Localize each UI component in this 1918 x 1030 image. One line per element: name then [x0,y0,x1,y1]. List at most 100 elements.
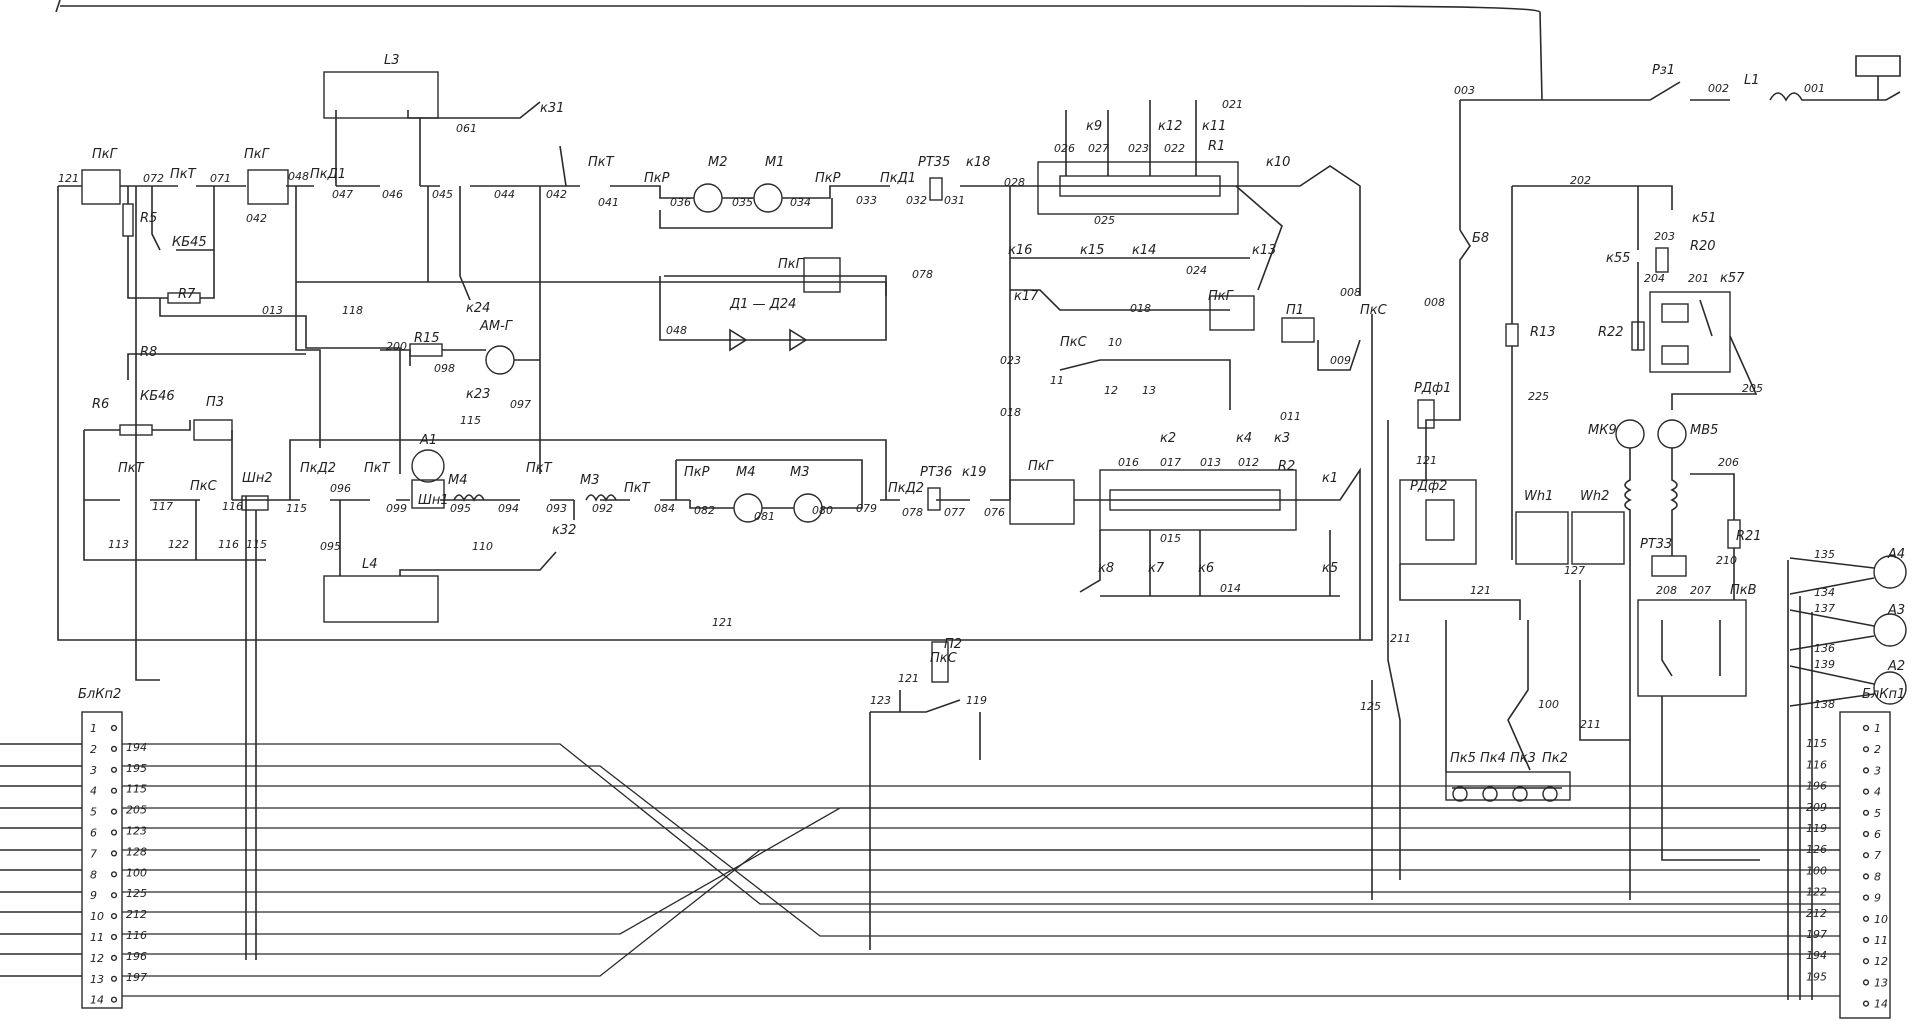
wire-label-w008: 008 [1340,286,1361,299]
wire-label-w001: 001 [1804,82,1825,95]
wire-label-w008b: 008 [1424,296,1445,309]
component-label-b8: Б8 [1472,231,1489,246]
component-label-pkr3: ПкР [684,465,710,480]
component-label-a2: А2 [1887,659,1905,674]
blkp2-pin-dot-1 [110,724,118,732]
wire-label-w200: 200 [386,340,407,353]
wire-label-w036: 036 [670,196,691,209]
component-label-l4: L4 [362,557,378,572]
component-label-pkt5: ПкТ [526,461,553,476]
component-label-sh2: Шн2 [242,471,273,486]
component-label-pkt6: ПкТ [624,481,651,496]
component-label-k19: к19 [962,465,986,480]
component-label-k10: к10 [1266,155,1290,170]
blkp2-pin-13: 13 [90,973,104,986]
wire-label-w121: 121 [58,172,79,185]
blkp1-wire-2: 115 [1806,737,1827,750]
wire-label-w078b: 078 [902,506,923,519]
wire-label-w206: 206 [1718,456,1739,469]
wire-label-w119: 119 [966,694,987,707]
component-label-pkt4: ПкТ [364,461,391,476]
component-label-a4: А4 [1887,547,1905,562]
wire-label-w032: 032 [906,194,927,207]
blkp2-pin-dot-7 [110,850,118,857]
wire-label-w084: 084 [654,502,675,515]
blkp1-pin-dot-9 [1862,894,1870,901]
wire-label-w204: 204 [1644,272,1665,285]
wire-label-w11: 11 [1050,374,1064,387]
wire-label-w047: 047 [332,188,353,201]
component-label-p3: П3 [206,395,224,410]
wire-label-w023b: 023 [1000,354,1021,367]
blkp2-pin-12: 12 [90,952,104,965]
wire-label-w207: 207 [1690,584,1711,597]
blkp2-pin-dot-12 [110,954,118,962]
blkp1-wire-6: 119 [1806,822,1827,835]
component-label-a1: А1 [419,433,437,448]
wire-label-w225: 225 [1528,390,1549,403]
component-label-k9: к9 [1086,119,1102,134]
component-label-sh1: Шн1 [418,493,449,508]
component-label-m1: М1 [765,155,785,170]
wire-label-w027: 027 [1088,142,1109,155]
wire-label-w018: 018 [1130,302,1151,315]
wire-label-w121c: 121 [898,672,919,685]
blkp2-pin-dot-3 [110,766,118,773]
blkp1-pin-12: 12 [1874,955,1888,968]
blkp1-pin-6: 6 [1874,828,1881,841]
blkp2-pin-2: 2 [90,743,97,756]
blkp1-wire-9: 122 [1806,886,1827,899]
component-label-r7: R7 [178,287,196,302]
wire-label-w072: 072 [143,172,164,185]
blkp1-pin-dot-7 [1862,852,1870,859]
wire-label-w048b: 048 [666,324,687,337]
wire-label-w046: 046 [382,188,403,201]
wire-label-w082: 082 [694,504,715,517]
component-label-m4b: М4 [736,465,756,480]
component-label-p1: П1 [1286,303,1304,318]
wire-label-w077: 077 [944,506,965,519]
wire-label-w095: 095 [450,502,471,515]
blkp1-wire-10: 212 [1806,907,1827,920]
component-label-k12: к12 [1158,119,1182,134]
wire-label-w061: 061 [456,122,477,135]
wire-label-w079: 079 [856,502,877,515]
blkp1-wire-4: 196 [1806,780,1827,793]
blkp1-pin-10: 10 [1874,913,1888,926]
component-label-k5: к5 [1322,561,1338,576]
wire-label-w121b: 121 [712,616,733,629]
connector-blkp1-pins: 1211531164196520961197126810091221021211… [1806,722,1888,1011]
wire-label-w098: 098 [434,362,455,375]
wire-label-w210: 210 [1716,554,1737,567]
component-label-k23: к23 [466,387,490,402]
component-label-pkc2: ПкС [1360,303,1388,318]
blkp2-pin-dot-14 [110,996,118,1003]
wire-label-w201: 201 [1688,272,1709,285]
wire-label-w092: 092 [592,502,613,515]
component-label-pk4: Пк4 [1480,751,1506,766]
wire-label-w122: 122 [168,538,189,551]
blkp2-wire-13: 197 [126,971,147,984]
wire-label-w12: 12 [1104,384,1118,397]
blkp2-pin-dot-5 [110,808,118,815]
wire-label-w095b: 095 [320,540,341,553]
component-label-pkt2: ПкТ [588,155,615,170]
wire-label-w013: 013 [262,304,283,317]
blkp2-pin-3: 3 [90,764,97,777]
wire-label-w080: 080 [812,504,833,517]
wire-label-w202: 202 [1570,174,1591,187]
component-label-wh1: Wh1 [1524,489,1553,504]
wire-label-w211b: 211 [1580,718,1601,731]
blkp2-pin-6: 6 [90,827,97,840]
component-label-k14: к14 [1132,243,1156,258]
blkp1-pin-2: 2 [1874,743,1881,756]
blkp1-pin-9: 9 [1874,892,1881,905]
blkp1-pin-4: 4 [1874,786,1881,799]
blkp2-pin-1: 1 [90,722,97,735]
blkp1-wire-12: 194 [1806,949,1827,962]
component-label-blkp1: БлКп1 [1862,687,1905,702]
blkp2-pin-dot-11 [110,933,118,941]
blkp2-pin-dot-8 [110,871,118,878]
component-label-k16: к16 [1008,243,1032,258]
wire-label-w017: 017 [1160,456,1181,469]
